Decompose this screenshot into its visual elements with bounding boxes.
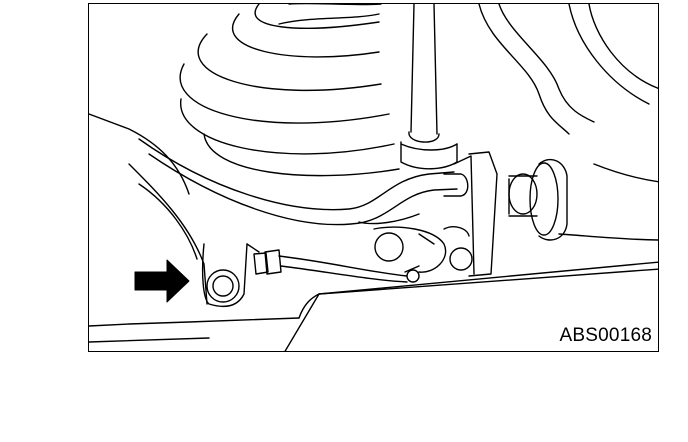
body-panel xyxy=(478,4,658,241)
lower-arm xyxy=(128,163,447,308)
crossmember xyxy=(89,113,658,351)
figure-code: ABS00168 xyxy=(559,325,652,346)
coil-spring xyxy=(179,4,400,177)
strut xyxy=(400,4,458,170)
upper-arm xyxy=(138,138,469,226)
abs-sensor-harness xyxy=(253,249,420,283)
arrow-right-icon xyxy=(134,259,190,303)
hub-knuckle xyxy=(443,151,568,277)
suspension-drawing xyxy=(89,4,658,351)
technical-illustration: ABS00168 xyxy=(88,3,659,352)
